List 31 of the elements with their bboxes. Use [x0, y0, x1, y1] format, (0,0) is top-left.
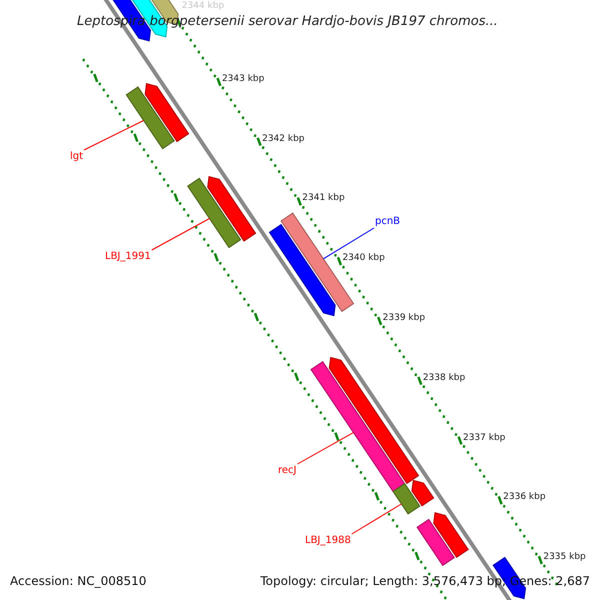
gene-block [392, 483, 420, 515]
gene-label: recJ [278, 465, 296, 476]
leader-line [151, 218, 210, 250]
gene-block [310, 361, 406, 492]
gene-block [144, 82, 190, 142]
gene-block [268, 224, 336, 316]
leader-line [84, 120, 144, 150]
leader-line [351, 504, 402, 534]
gene-block [126, 86, 175, 150]
leader-line [297, 432, 354, 464]
scale-label: 2342 kbp [262, 134, 305, 145]
scale-label: 2340 kbp [342, 254, 385, 264]
footer-text: Accession: NC_008510 [10, 575, 146, 588]
scale-label: 2341 kbp [302, 194, 345, 204]
gene-label: pcnB [375, 216, 400, 227]
leader-line [322, 228, 374, 260]
gene-block [207, 176, 256, 242]
gene-block [187, 178, 242, 248]
scale-label: 2336 kbp [503, 493, 546, 504]
scale-label: 2335 kbp [543, 553, 586, 563]
scale-label: 2343 kbp [222, 74, 264, 85]
gene-label: LBJ_1988 [305, 535, 351, 546]
gene-block [433, 512, 469, 558]
gene-label: LBJ_1991 [105, 251, 151, 262]
gene-label: lgt [70, 151, 84, 162]
scale-label: 2339 kbp [382, 314, 426, 324]
gene-block [411, 480, 434, 506]
gene-block [328, 356, 420, 484]
scale-label: 2337 kbp [462, 434, 506, 444]
scale-label: 2338 kbp [422, 374, 466, 384]
gene-block [416, 518, 455, 566]
